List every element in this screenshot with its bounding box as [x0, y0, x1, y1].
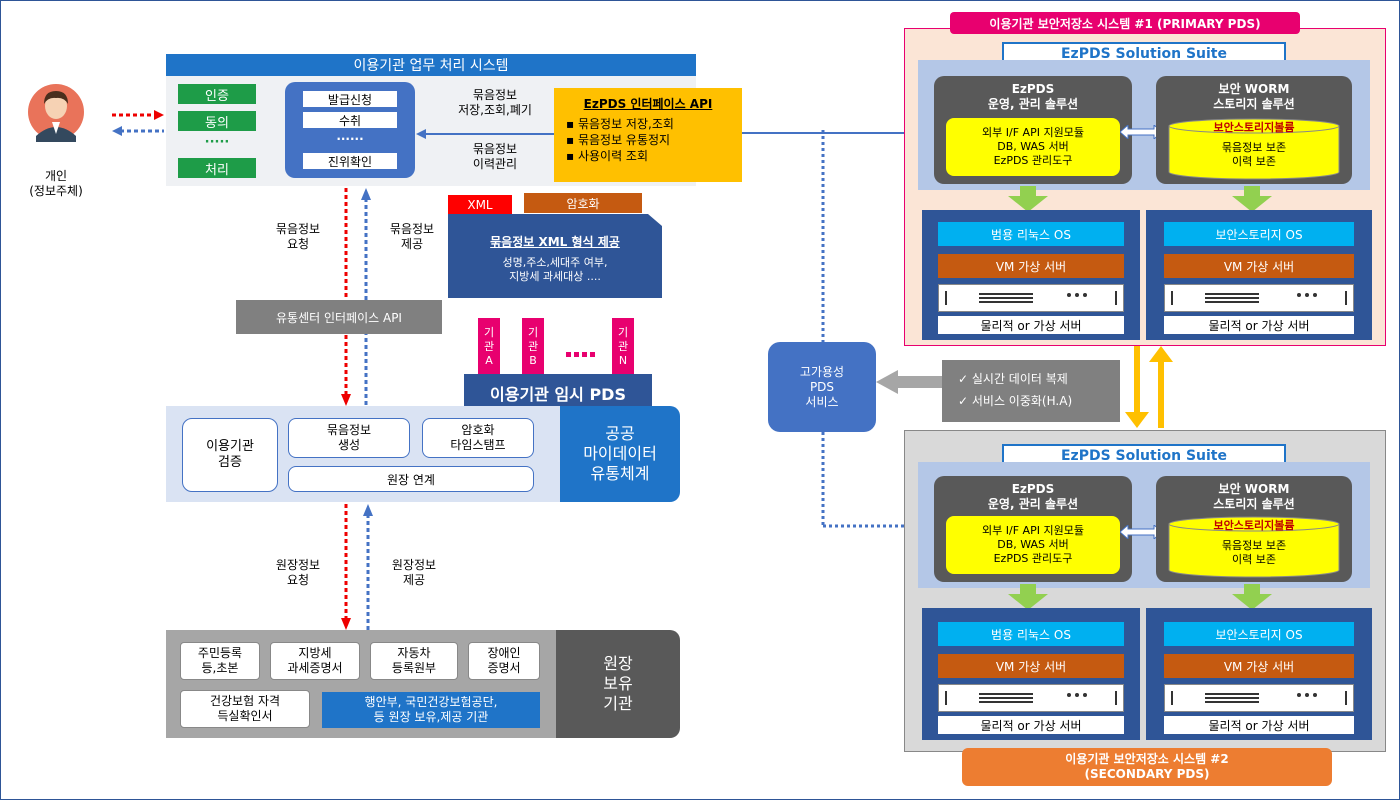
arrow-person-to-system: [112, 105, 164, 120]
primary-worm-title: 보안 WORM 스토리지 솔루션: [1213, 82, 1295, 111]
ezpds-api-item: ▪ 묶음정보 저장,조회 ▪ 묶음정보 유통정지 ▪ 사용이력 조회: [566, 116, 736, 164]
secondary-ezpds-title: EzPDS 운영, 관리 솔루션: [987, 482, 1079, 511]
more-dots: ·····: [204, 134, 230, 150]
receive: 수취: [302, 111, 398, 129]
resident-registration: 주민등록 등,초본: [180, 642, 260, 680]
primary-green-arrow-left: [1008, 186, 1048, 212]
store-label: 묶음정보 저장,조회,폐기: [458, 88, 532, 117]
primary-storage-vol: 보안스토리지볼륨: [1213, 121, 1295, 134]
arrow-system-to-person: [112, 121, 164, 136]
encrypt-timestamp: 암호화 타임스탬프: [422, 418, 534, 458]
arrow-replication: [876, 370, 942, 394]
orig-provide-label: 원장정보 제공: [391, 558, 437, 587]
bullet: ▪: [566, 117, 578, 131]
primary-title: 이용기관 보안저장소 시스템 #1 (PRIMARY PDS): [950, 12, 1300, 34]
primary-storage-cylinder: [1168, 118, 1340, 180]
health-insurance-cert: 건강보험 자격 득실확인서: [180, 690, 310, 728]
primary-phys-left: 물리적 or 가상 서버: [938, 316, 1124, 334]
bundle-request-label: 묶음정보 요청: [275, 222, 321, 251]
secondary-ezpds-inner: 외부 I/F API 지원모듈 DB, WAS 서버 EzPDS 관리도구: [946, 516, 1120, 574]
ledger-link: 원장 연계: [288, 466, 534, 492]
sync-arrows: [1124, 346, 1174, 428]
agencies-box: 행안부, 국민건강보험공단, 등 원장 보유,제공 기관: [322, 692, 540, 728]
secondary-storage-vol: 보안스토리지볼륨: [1213, 519, 1295, 532]
issue-dots: ······: [336, 132, 364, 146]
secondary-green-arrow-right: [1232, 584, 1272, 610]
auth-button[interactable]: 인증: [178, 84, 256, 104]
xml-box: [448, 214, 662, 298]
primary-vm-left: VM 가상 서버: [938, 254, 1124, 278]
local-tax-cert: 지방세 과세증명서: [270, 642, 360, 680]
biz-system-title: 이용기관 업무 처리 시스템: [166, 54, 696, 76]
secondary-worm-title: 보안 WORM 스토리지 솔루션: [1213, 482, 1295, 511]
disability-cert: 장애인 증명서: [468, 642, 540, 680]
primary-ezpds-inner: 외부 I/F API 지원모듈 DB, WAS 서버 EzPDS 관리도구: [946, 118, 1120, 176]
consent-button[interactable]: 동의: [178, 111, 256, 131]
history-label: 묶음정보 이력관리: [472, 142, 518, 171]
issue-request: 발급신청: [302, 90, 398, 108]
primary-rack-right: [1164, 284, 1354, 312]
org-a: 기 관 A: [478, 318, 500, 376]
secondary-storage-cylinder: [1168, 516, 1340, 578]
arrow-bundle-request: [340, 188, 352, 406]
arrow-orig-request: [340, 504, 352, 630]
secondary-storage-desc: 묶음정보 보존 이력 보존: [1221, 539, 1287, 566]
mydata-title: 공공 마이데이터 유통체계: [560, 406, 680, 502]
bundle-provide-label: 묶음정보 제공: [389, 222, 435, 251]
verify-authenticity: 진위확인: [302, 152, 398, 170]
secondary-green-arrow-left: [1008, 584, 1048, 610]
origin-title: 원장 보유 기관: [556, 630, 680, 738]
org-b: 기 관 B: [522, 318, 544, 376]
primary-rack-left: [938, 284, 1124, 312]
ha-link-top: [820, 130, 826, 342]
primary-ezpds-title: EzPDS 운영, 관리 솔루션: [987, 82, 1079, 111]
org-dots: [566, 343, 596, 357]
arrow-orig-provide: [362, 504, 374, 630]
person-icon: [28, 82, 84, 142]
xml-tag: XML: [448, 195, 512, 215]
vehicle-registry: 자동차 등록원부: [370, 642, 458, 680]
secondary-rack-right: [1164, 684, 1354, 712]
ezpds-api-box: [554, 88, 742, 182]
secondary-vm-left: VM 가상 서버: [938, 654, 1124, 678]
secondary-vm-right: VM 가상 서버: [1164, 654, 1354, 678]
secondary-rack-left: [938, 684, 1124, 712]
bullet: ▪: [566, 149, 578, 163]
secondary-phys-left: 물리적 or 가상 서버: [938, 716, 1124, 734]
secondary-os-left: 범용 리눅스 OS: [938, 622, 1124, 646]
process-button[interactable]: 처리: [178, 158, 256, 178]
encrypt-tag: 암호화: [524, 193, 642, 213]
ha-service-box: 고가용성 PDS 서비스: [768, 342, 876, 432]
ezpds-api-item-3: ▪ 사용이력 조회: [566, 149, 649, 163]
primary-vm-right: VM 가상 서버: [1164, 254, 1354, 278]
center-api-bar: 유통센터 인터페이스 API: [236, 300, 442, 334]
bundle-create: 묶음정보 생성: [288, 418, 410, 458]
orig-request-label: 원장정보 요청: [275, 558, 321, 587]
ezpds-api-item-2: ▪ 묶음정보 유통정지: [566, 133, 671, 147]
user-org-verify: 이용기관 검증: [182, 418, 278, 492]
primary-os-right: 보안스토리지 OS: [1164, 222, 1354, 246]
primary-storage-desc: 묶음정보 보존 이력 보존: [1221, 141, 1287, 168]
temp-pds-bar: 이용기관 임시 PDS: [464, 374, 652, 412]
person-label: 개인 (정보주체): [29, 169, 83, 198]
ezpds-api-title: EzPDS 인터페이스 API: [583, 96, 713, 111]
primary-phys-right: 물리적 or 가상 서버: [1164, 316, 1354, 334]
primary-green-arrow-right: [1232, 186, 1272, 212]
arrow-api-to-issue: [416, 124, 556, 139]
secondary-phys-right: 물리적 or 가상 서버: [1164, 716, 1354, 734]
xml-title: 묶음정보 XML 형식 제공: [490, 234, 620, 249]
xml-desc: 성명,주소,세대주 여부, 지방세 과세대상 ....: [502, 256, 608, 283]
replication-item-1: ✓ 실시간 데이터 복제: [958, 372, 1068, 386]
replication-item-2: ✓ 서비스 이중화(H.A): [958, 394, 1073, 408]
replication-box: ✓ 실시간 데이터 복제 ✓ 서비스 이중화(H.A): [942, 360, 1120, 422]
org-n: 기 관 N: [612, 318, 634, 376]
arrow-bundle-provide: [360, 188, 372, 406]
ezpds-api-item-1: ▪ 묶음정보 저장,조회: [566, 117, 674, 131]
primary-os-left: 범용 리눅스 OS: [938, 222, 1124, 246]
secondary-title: 이용기관 보안저장소 시스템 #2 (SECONDARY PDS): [962, 748, 1332, 786]
secondary-os-right: 보안스토리지 OS: [1164, 622, 1354, 646]
bullet: ▪: [566, 133, 578, 147]
